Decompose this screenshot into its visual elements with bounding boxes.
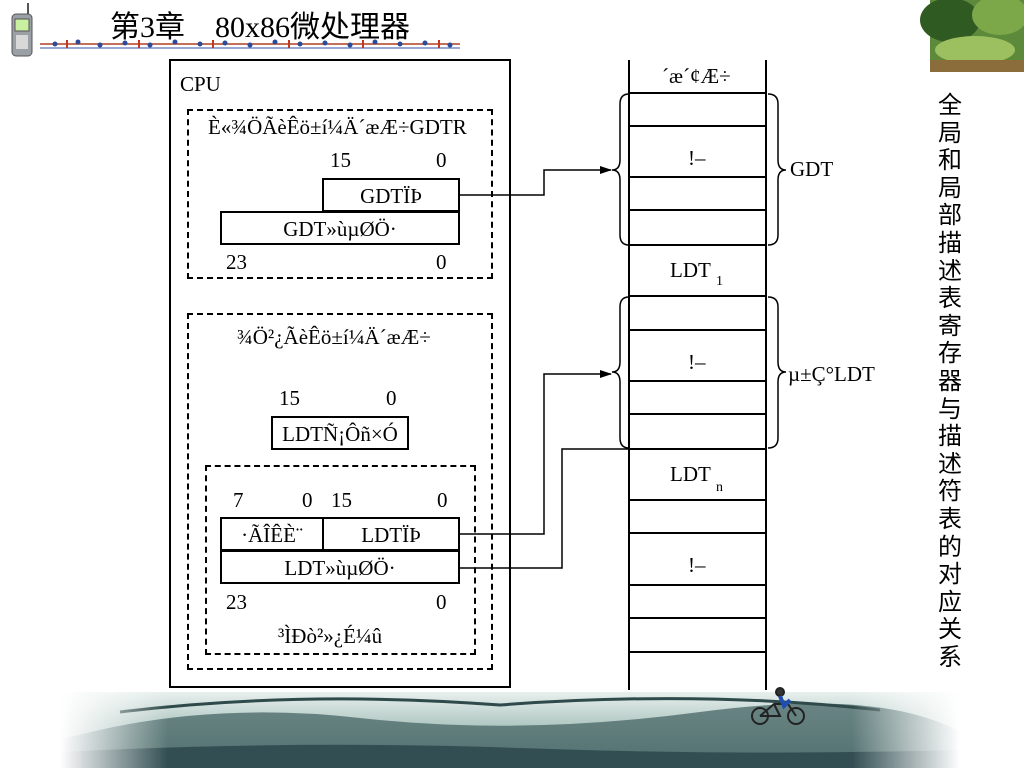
gdtr-label: È«¾ÖÃèÊö±í¼Ä´æÆ÷GDTR (208, 115, 467, 139)
ldt1-subscript: 1 (716, 274, 723, 289)
gdtr-group (187, 109, 493, 279)
ldt1-left-brace (611, 296, 630, 449)
ldtn-subscript: n (716, 480, 723, 495)
gdt-label: GDT (790, 157, 834, 181)
gdt-base-text: GDT»ùµØÖ· (283, 217, 397, 241)
ldt1-label: LDT (670, 258, 711, 282)
ldtr-bit0: 0 (386, 386, 397, 410)
ldtn-label: LDT (670, 462, 711, 486)
current-ldt-right-brace (767, 296, 787, 449)
cyclist-icon (751, 687, 805, 725)
phone-icon (11, 3, 33, 57)
ldtr-group (187, 313, 493, 670)
cache-bit7: 7 (233, 488, 244, 512)
memory-header: ´æ´¢Æ÷ (662, 64, 731, 88)
cpu-box (169, 59, 511, 688)
cache-bit23: 23 (226, 590, 247, 614)
current-ldt-label: µ±Ç°LDT (788, 362, 875, 386)
memory-cell-lines (629, 92, 766, 653)
gdt-right-brace (767, 93, 787, 246)
ldt-limit-arrow (460, 448, 629, 569)
memory-ellipsis-1: !– (688, 146, 706, 170)
ldt-limit-field: LDTÏÞ (322, 517, 460, 551)
gdtr-bit0-top: 0 (436, 148, 447, 172)
ldt-base-arrow (460, 370, 612, 535)
gdtr-bit15: 15 (330, 148, 351, 172)
memory-ellipsis-2: !– (688, 350, 706, 374)
landscape-banner (60, 692, 960, 768)
memory-ellipsis-3: !– (688, 553, 706, 577)
ldt-base-field: LDT»ùµØÖ· (220, 550, 460, 584)
gdt-left-brace (611, 93, 630, 246)
garden-photo (920, 0, 1024, 72)
ldtr-bit15: 15 (279, 386, 300, 410)
ldt-cache-group (205, 465, 476, 655)
cache-bit0: 0 (436, 590, 447, 614)
cache-caption: ³ÌÐò²»¿É¼û (278, 624, 383, 648)
gdtr-bit0-bottom: 0 (436, 250, 447, 274)
cpu-label: CPU (180, 72, 221, 96)
ldt-limit-text: LDTÏÞ (361, 523, 421, 547)
gdt-base-field: GDT»ùµØÖ· (220, 211, 460, 245)
ldt-attr-text: ·ÃÎÊÈ¨ (241, 523, 303, 547)
music-notes-divider (40, 39, 460, 49)
gdtr-bit23: 23 (226, 250, 247, 274)
gdt-base-arrow (460, 166, 612, 196)
cache-bit0-b: 0 (437, 488, 448, 512)
side-caption: 全局和局部描述表寄存器与描述符表的对应关系 (938, 91, 962, 671)
ldtr-label: ¾Ö²¿ÃèÊö±í¼Ä´æÆ÷ (237, 325, 431, 349)
cache-bit15: 15 (331, 488, 352, 512)
ldt-selector-text: LDTÑ¡Ôñ×Ó (282, 422, 398, 446)
cache-bit0-a: 0 (302, 488, 313, 512)
slide-title: 第3章 80x86微处理器 (110, 11, 410, 44)
ldt-selector-field: LDTÑ¡Ôñ×Ó (271, 416, 409, 450)
ldt-base-text: LDT»ùµØÖ· (284, 556, 396, 580)
gdt-limit-text: GDTÏÞ (360, 184, 422, 208)
